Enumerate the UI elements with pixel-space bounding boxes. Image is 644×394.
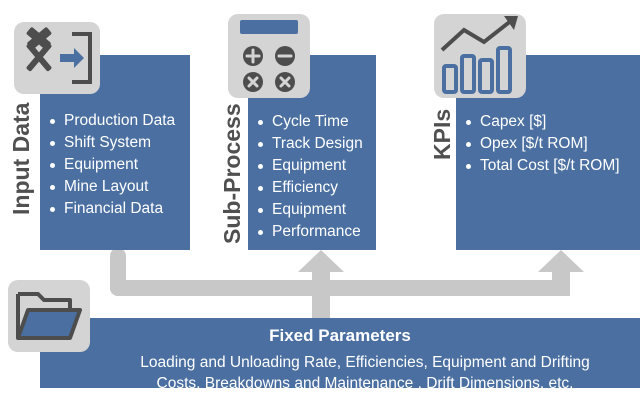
list-item: Financial Data xyxy=(48,198,175,220)
fixed-parameters-title: Fixed Parameters xyxy=(269,326,411,345)
list-item: Opex [$/t ROM] xyxy=(464,133,620,155)
list-item: Equipment xyxy=(256,199,363,221)
connector-subprocess-stem xyxy=(312,268,330,320)
subprocess-box: Cycle Time Track Design Equipment Effici… xyxy=(248,55,376,250)
fixed-icon-tile xyxy=(8,280,90,352)
connector-bar xyxy=(110,280,570,296)
folder-icon xyxy=(16,292,82,340)
connector-input-stem xyxy=(110,248,126,296)
list-item: Production Data xyxy=(48,110,175,132)
input-icon-tile xyxy=(14,22,100,94)
list-item: Mine Layout xyxy=(48,176,175,198)
list-item-continuation: Performance xyxy=(256,221,363,243)
subprocess-title: Sub-Process xyxy=(219,103,245,244)
kpis-title: KPIs xyxy=(429,108,455,160)
input-data-list: Production Data Shift System Equipment M… xyxy=(48,110,175,220)
list-item: Cycle Time xyxy=(256,111,363,133)
list-item: Total Cost [$/t ROM] xyxy=(464,155,620,177)
list-item: Capex [$] xyxy=(464,111,620,133)
arrow-to-subprocess xyxy=(298,250,344,272)
kpis-list: Capex [$] Opex [$/t ROM] Total Cost [$/t… xyxy=(464,111,620,177)
connector-kpis-stem xyxy=(552,268,570,296)
list-item-continuation: Efficiency xyxy=(256,177,363,199)
bar-chart-trend-icon xyxy=(440,16,518,94)
input-data-title: Input Data xyxy=(8,102,34,215)
arrow-to-kpis xyxy=(538,250,584,272)
fixed-parameters-box: Fixed Parameters Loading and Unloading R… xyxy=(40,318,640,392)
list-item: Shift System xyxy=(48,132,175,154)
calculator-icon xyxy=(240,20,298,92)
list-item: Track Design xyxy=(256,133,363,155)
subprocess-icon-tile xyxy=(228,14,310,98)
subprocess-list: Cycle Time Track Design Equipment Effici… xyxy=(256,111,363,243)
hammer-pick-enter-icon xyxy=(26,27,92,84)
kpis-icon-tile xyxy=(434,14,526,98)
list-item: Equipment xyxy=(48,154,175,176)
list-item: Equipment xyxy=(256,155,363,177)
